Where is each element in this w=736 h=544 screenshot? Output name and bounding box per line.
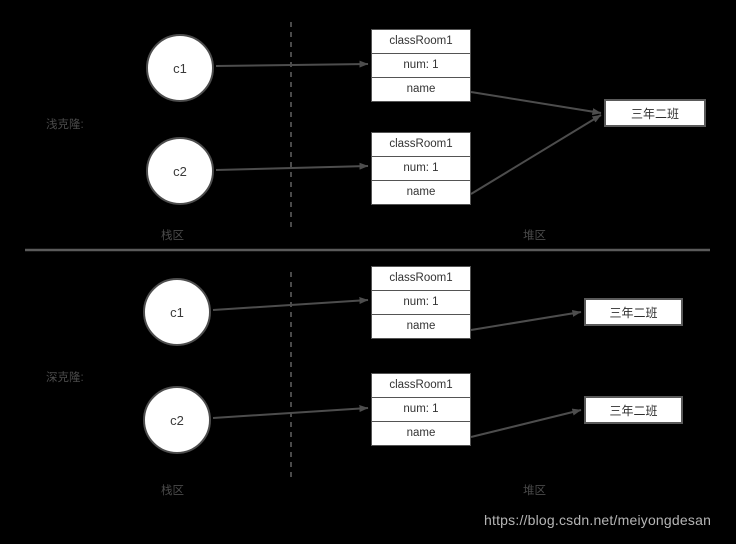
zone-label-heap-shallow: 堆区: [523, 230, 546, 242]
object-row-name: name: [406, 320, 436, 332]
zone-label-stack-shallow: 栈区: [161, 230, 184, 242]
arrow-deep-object2-name-to-value2: [470, 408, 582, 438]
object-row-classname: classRoom1: [372, 267, 470, 291]
heap-object-shallow-2[interactable]: classRoom1 num: 1 name: [371, 132, 471, 205]
object-row-classname: classRoom1: [372, 133, 470, 157]
object-row-name: name: [406, 427, 436, 439]
arrow-deep-c2-to-object2: [212, 405, 369, 419]
object-row-num: num: 1: [372, 54, 470, 78]
stack-variable-shallow-c1[interactable]: c1: [146, 34, 214, 102]
heap-object-deep-1[interactable]: classRoom1 num: 1 name: [371, 266, 471, 339]
object-row-name: name: [406, 83, 436, 95]
zone-label-stack-deep: 栈区: [161, 485, 184, 497]
heap-value-deep-1[interactable]: 三年二班: [584, 298, 683, 326]
stack-variable-label: c2: [173, 163, 187, 179]
object-row-num: num: 1: [372, 398, 470, 422]
object-row-num: num: 1: [372, 291, 470, 315]
watermark-url: https://blog.csdn.net/meiyongdesan: [484, 512, 712, 528]
heap-value-shallow-shared[interactable]: 三年二班: [604, 99, 706, 127]
object-row-classname: classRoom1: [372, 374, 470, 398]
stack-variable-label: c1: [170, 304, 184, 320]
arrow-shallow-c1-to-object1: [215, 60, 369, 68]
stack-variable-deep-c1[interactable]: c1: [143, 278, 211, 346]
stack-variable-label: c1: [173, 60, 187, 76]
heap-object-deep-2[interactable]: classRoom1 num: 1 name: [371, 373, 471, 446]
object-row-num: num: 1: [372, 157, 470, 181]
arrow-deep-object1-name-to-value1: [470, 309, 582, 331]
zone-label-heap-deep: 堆区: [523, 485, 546, 497]
heap-object-shallow-1[interactable]: classRoom1 num: 1 name: [371, 29, 471, 102]
stack-variable-shallow-c2[interactable]: c2: [146, 137, 214, 205]
arrow-shallow-object1-name-to-value: [470, 91, 602, 116]
arrow-shallow-c2-to-object2: [215, 162, 369, 171]
heap-value-deep-2[interactable]: 三年二班: [584, 396, 683, 424]
object-row-name: name: [406, 186, 436, 198]
section-label-shallow-clone: 浅克隆:: [46, 119, 84, 131]
section-label-deep-clone: 深克隆:: [46, 372, 84, 384]
arrow-shallow-object2-name-to-value: [470, 114, 602, 195]
arrow-deep-c1-to-object1: [212, 297, 369, 311]
stack-variable-deep-c2[interactable]: c2: [143, 386, 211, 454]
object-row-classname: classRoom1: [372, 30, 470, 54]
stack-variable-label: c2: [170, 412, 184, 428]
